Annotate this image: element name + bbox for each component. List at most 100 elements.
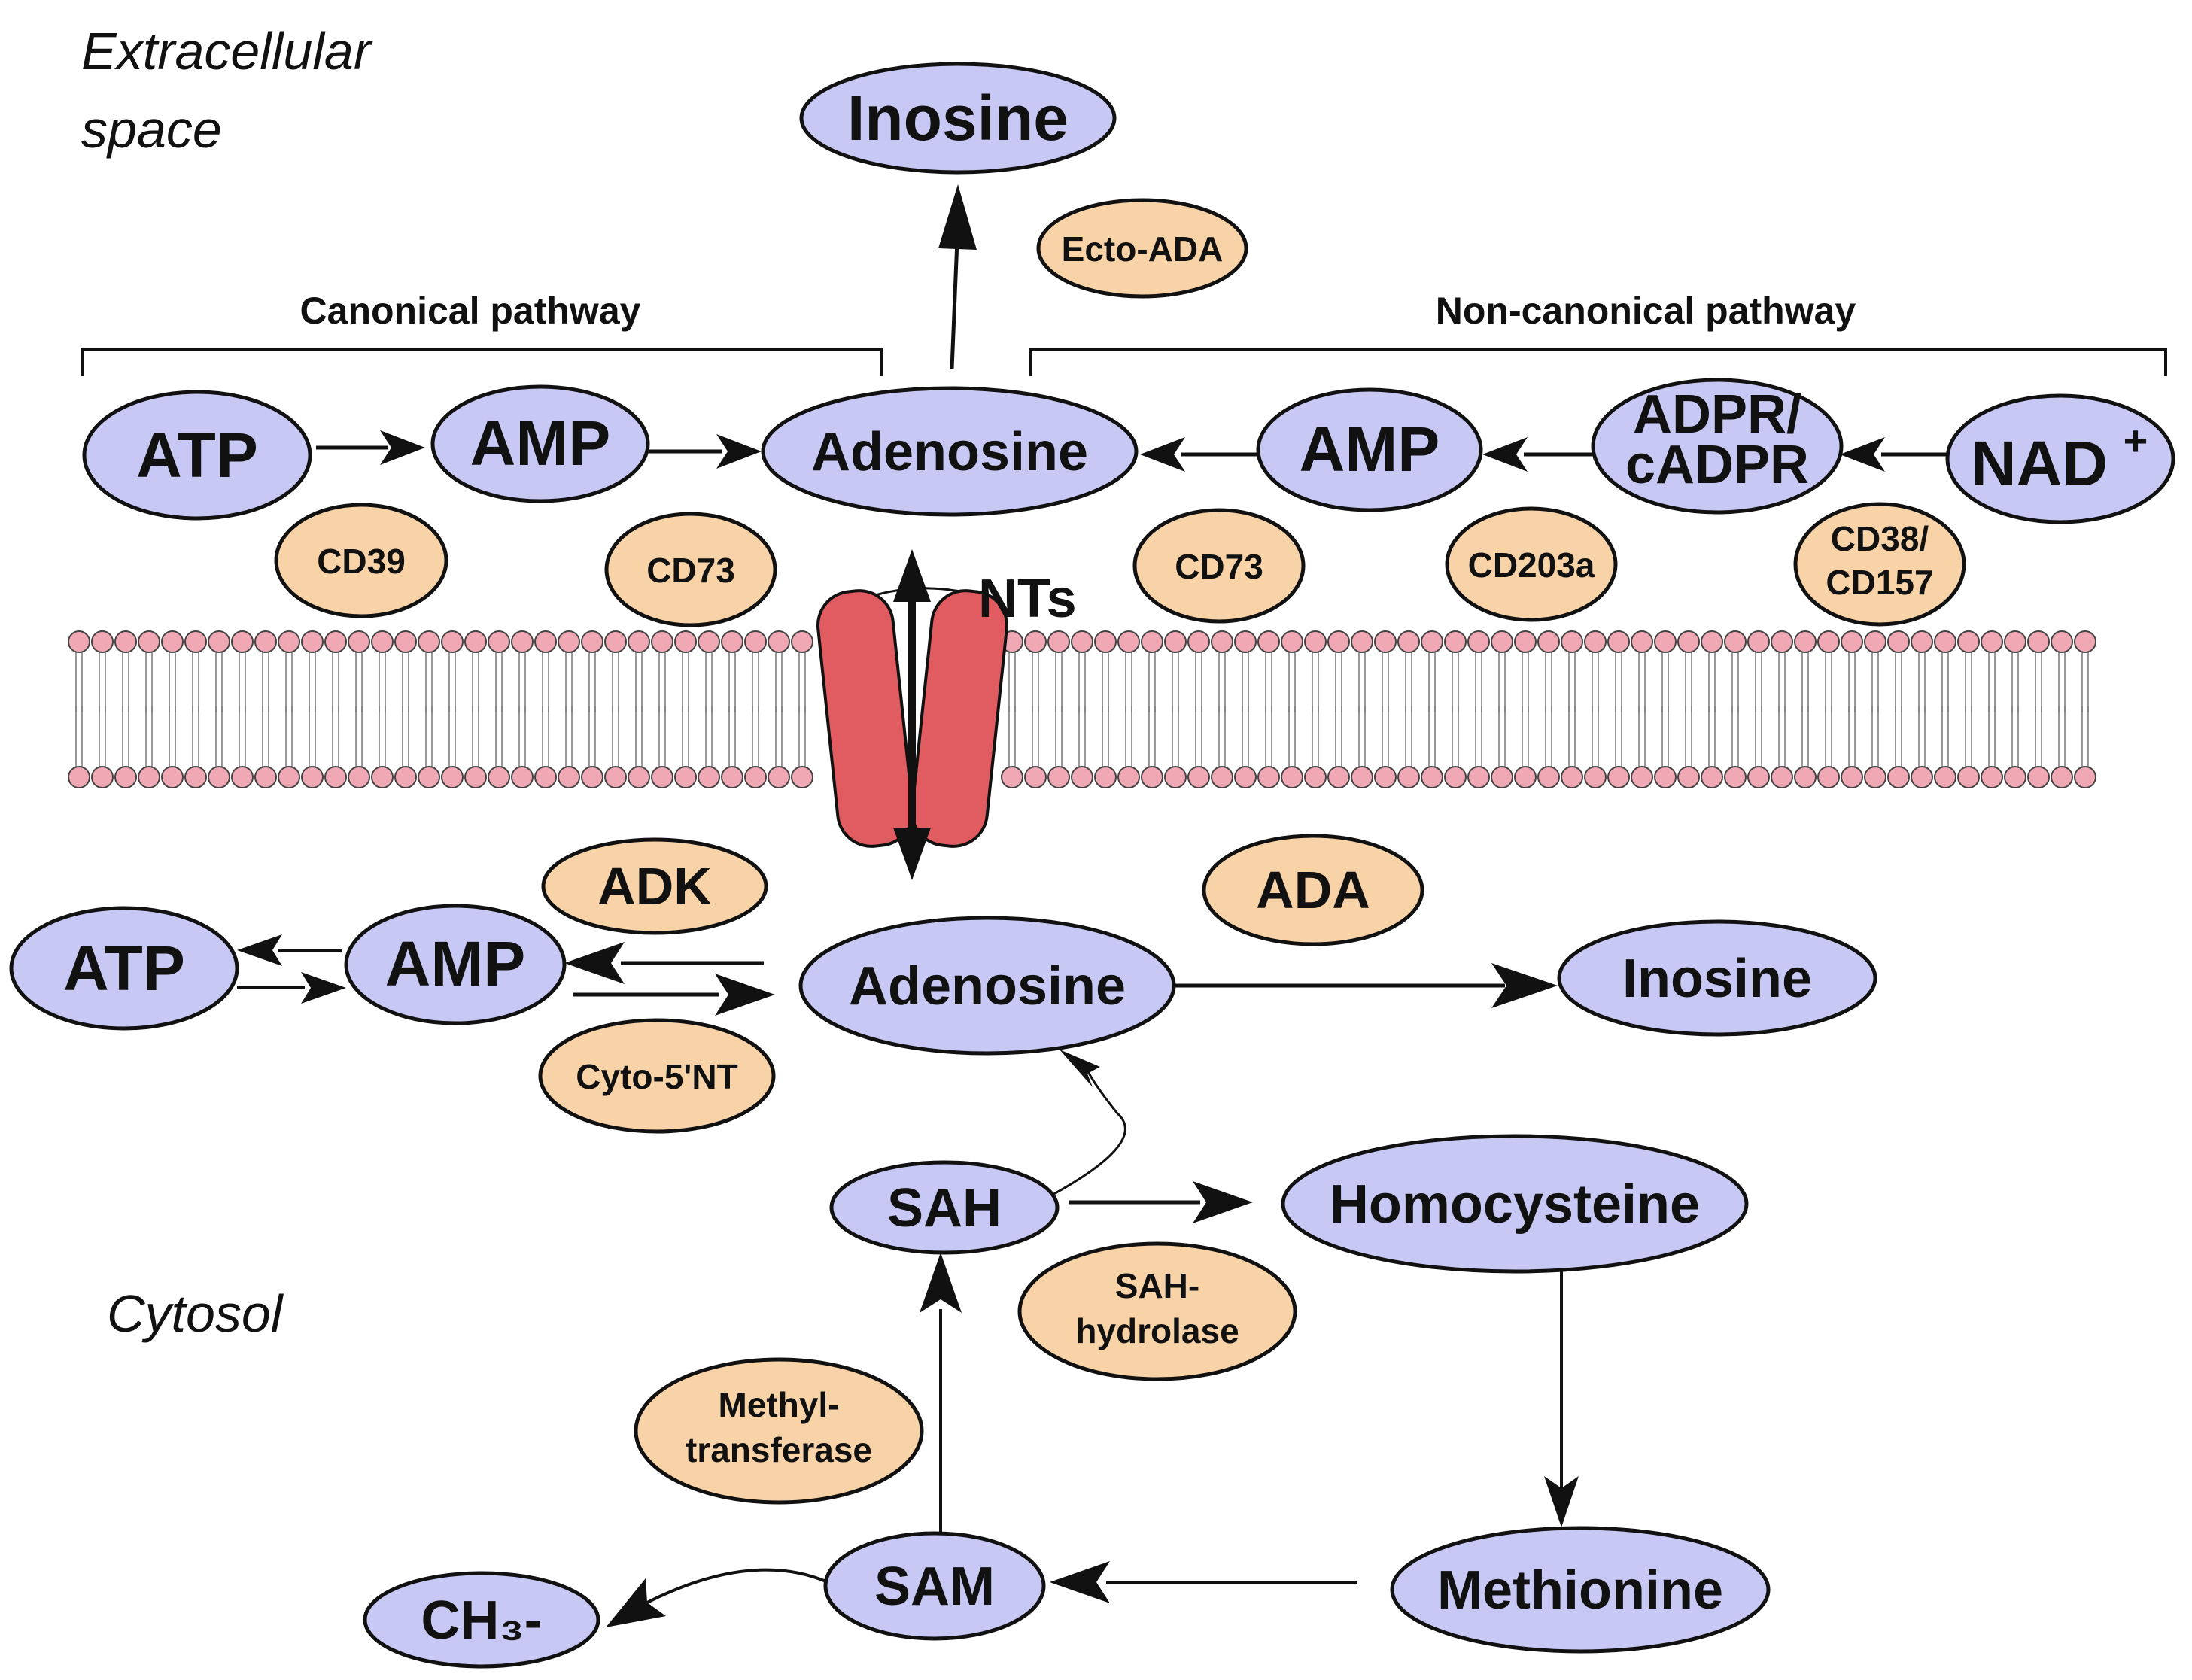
lipid-head <box>418 630 440 653</box>
lipid-head <box>1491 766 1513 788</box>
lipid-head <box>1071 630 1093 653</box>
lipid-head <box>278 630 300 653</box>
arrowhead-sam <box>1050 1561 1110 1603</box>
lipid-head <box>1141 630 1163 653</box>
methionine-label: Methionine <box>1437 1560 1723 1621</box>
amp-cyto-node <box>344 904 567 1025</box>
lipid-head <box>1397 630 1420 653</box>
adk-label: ADK <box>597 857 712 916</box>
lipid-head <box>1934 766 1956 788</box>
lipid-head <box>2027 630 2050 653</box>
cell-membrane <box>68 630 2096 788</box>
ecto-ada-label: Ecto-ADA <box>1062 229 1224 269</box>
lipid-head <box>1257 766 1280 788</box>
homocysteine-label: Homocysteine <box>1330 1174 1700 1235</box>
lipid-head <box>1957 630 1980 653</box>
lipid-head <box>1911 630 1933 653</box>
lipid-head <box>1631 766 1653 788</box>
adenosine-ext-node <box>761 386 1139 517</box>
arrow-adenosine-to-inosine-ext <box>950 240 959 369</box>
lipid-head <box>1094 766 1117 788</box>
sah-hydrolase-label-line1: SAH- <box>1115 1266 1199 1305</box>
lipid-head <box>208 630 230 653</box>
arrowhead-adenosine-ext <box>716 434 762 469</box>
transporter-subunit-left <box>816 589 915 848</box>
region-label-extracellular-line2: space <box>81 100 222 159</box>
transporter-arrow-down <box>893 828 931 880</box>
arrowhead-amp-nc <box>1482 437 1528 472</box>
lipid-head <box>371 630 394 653</box>
cd73-noncanonical-label: CD73 <box>1175 547 1263 586</box>
cd38-label-line2: CD157 <box>1826 563 1933 602</box>
lipid-head <box>1607 766 1630 788</box>
lipid-head <box>1584 766 1607 788</box>
lipid-head <box>1327 766 1350 788</box>
lipid-head <box>68 630 90 653</box>
lipid-head <box>1794 766 1817 788</box>
lipid-head <box>441 630 464 653</box>
lipid-head <box>1981 630 2003 653</box>
lipid-head <box>161 630 184 653</box>
lipid-head <box>1841 630 1863 653</box>
lipid-head <box>1677 630 1700 653</box>
lipid-head <box>1234 630 1257 653</box>
lipid-head <box>1117 630 1140 653</box>
lipid-head <box>254 630 277 653</box>
arrowhead-adpr <box>1840 437 1885 472</box>
lipid-head <box>1981 766 2003 788</box>
lipid-head <box>791 766 813 788</box>
cd39-enzyme <box>274 503 448 618</box>
lipid-head <box>1701 766 1723 788</box>
lipid-head <box>371 766 394 788</box>
lipid-head <box>1351 766 1373 788</box>
lipid-head <box>1747 766 1770 788</box>
lipid-head <box>1467 630 1490 653</box>
amp-noncanonical-node <box>1256 387 1483 512</box>
lipid-head <box>161 766 184 788</box>
lipid-head <box>534 630 557 653</box>
transporter-subunit-right <box>910 589 1009 848</box>
lipid-head <box>581 766 603 788</box>
inosine-ext-node <box>799 62 1117 175</box>
lipid-head <box>628 630 650 653</box>
lipid-head <box>2051 630 2073 653</box>
lipid-head <box>2027 766 2050 788</box>
amp-canonical-label: AMP <box>470 408 611 478</box>
cd203a-enzyme <box>1445 506 1618 622</box>
lipid-head <box>1047 766 1070 788</box>
lipid-head <box>1864 630 1886 653</box>
adenosine-cyto-label: Adenosine <box>849 956 1126 1016</box>
lipid-head <box>1747 630 1770 653</box>
lipid-head <box>558 630 580 653</box>
amp-noncanonical-label: AMP <box>1300 414 1440 485</box>
arrowhead-amp-from-adenosine <box>564 942 625 984</box>
lipid-head <box>2074 766 2096 788</box>
sah-label: SAH <box>887 1178 1002 1238</box>
lipid-head <box>138 630 160 653</box>
cd73-noncanonical-enzyme <box>1132 508 1306 624</box>
arrowhead-inosine-cyto <box>1491 963 1558 1008</box>
lipid-head <box>768 630 790 653</box>
lipid-head <box>138 766 160 788</box>
lipid-head <box>1164 630 1187 653</box>
lipid-head <box>581 630 603 653</box>
lipid-head <box>301 630 324 653</box>
arrowhead-adenosine-from-sah <box>1060 1050 1100 1087</box>
lipid-head <box>348 630 370 653</box>
lipid-head <box>674 766 697 788</box>
lipid-head <box>511 766 534 788</box>
canonical-pathway-bracket <box>81 348 883 376</box>
arrowhead-adenosine-from-nc <box>1140 437 1185 472</box>
lipid-head <box>1934 630 1956 653</box>
atp-ext-label: ATP <box>136 420 258 491</box>
lipid-head <box>1561 766 1583 788</box>
lipid-head <box>1257 630 1280 653</box>
lipid-head <box>1164 766 1187 788</box>
adenosine-cyto-node <box>798 916 1176 1056</box>
arrowhead-sah <box>920 1253 962 1313</box>
lipid-head <box>558 766 580 788</box>
atp-ext-node <box>82 390 312 521</box>
transporter-label: NTs <box>978 569 1077 629</box>
lipid-head <box>394 630 417 653</box>
